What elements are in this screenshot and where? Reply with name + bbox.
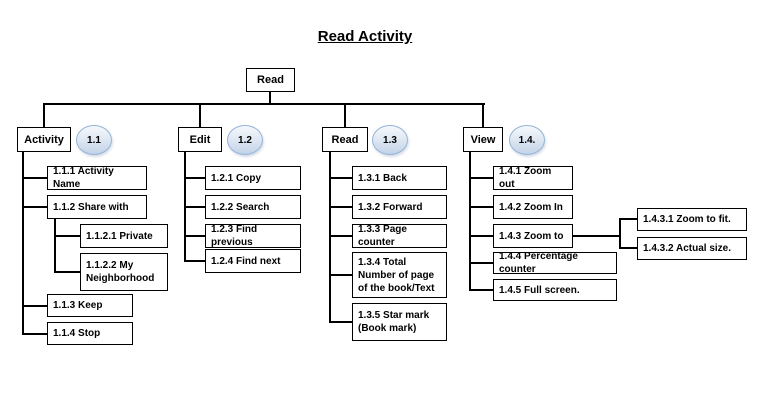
tree-node-1-4-5: 1.4.5 Full screen. (493, 279, 617, 301)
tree-node-1-4-3: 1.4.3 Zoom to (493, 224, 573, 248)
connector-line (22, 333, 47, 335)
connector-line (329, 177, 352, 179)
connector-line (619, 218, 621, 249)
tree-node-1-4-4: 1.4.4 Percentage counter (493, 251, 617, 275)
connector-line (184, 260, 205, 262)
tree-node-1-2-3: 1.2.3 Find previous (205, 224, 301, 248)
tree-node-1-1-2-1: 1.1.2.1 Private (80, 224, 168, 248)
connector-line (43, 103, 45, 127)
connector-line (269, 92, 271, 104)
connector-line (469, 206, 493, 208)
connector-line (619, 218, 637, 220)
connector-line (469, 235, 493, 237)
connector-line (199, 103, 201, 127)
tree-node-1-3-5: 1.3.5 Star mark (Book mark) (352, 303, 447, 341)
connector-line (329, 321, 352, 323)
connector-line (22, 305, 47, 307)
connector-line (43, 103, 485, 105)
connector-line (22, 152, 24, 335)
tree-node-1-1-3: 1.1.3 Keep (47, 294, 133, 317)
connector-line (329, 235, 352, 237)
tree-node-read: Read (322, 127, 368, 152)
tree-node-1-1-2-2: 1.1.2.2 My Neighborhood (80, 253, 168, 291)
badge-1-1: 1.1 (76, 125, 112, 155)
tree-node-1-3-3: 1.3.3 Page counter (352, 224, 447, 248)
connector-line (329, 152, 331, 322)
tree-node-view: View (463, 127, 503, 152)
tree-node-1-1-2: 1.1.2 Share with (47, 195, 147, 219)
connector-line (54, 271, 80, 273)
tree-node-1-3-2: 1.3.2 Forward (352, 195, 447, 219)
badge-1-4: 1.4. (509, 125, 545, 155)
tree-node-1-3-1: 1.3.1 Back (352, 166, 447, 190)
tree-node-1-1-4: 1.1.4 Stop (47, 322, 133, 345)
tree-node-edit: Edit (178, 127, 222, 152)
connector-line (184, 206, 205, 208)
connector-line (469, 177, 493, 179)
tree-node-1-2-4: 1.2.4 Find next (205, 249, 301, 273)
tree-node-1-4-2: 1.4.2 Zoom In (493, 195, 573, 219)
connector-line (469, 152, 471, 290)
tree-node-1-4-3-2: 1.4.3.2 Actual size. (637, 237, 747, 260)
connector-line (482, 103, 484, 127)
connector-line (573, 235, 620, 237)
diagram-title: Read Activity (317, 28, 413, 45)
connector-line (22, 177, 47, 179)
badge-1-2: 1.2 (227, 125, 263, 155)
tree-node-1-4-3-1: 1.4.3.1 Zoom to fit. (637, 208, 747, 231)
connector-line (619, 247, 637, 249)
badge-1-3: 1.3 (372, 125, 408, 155)
tree-node-1-2-2: 1.2.2 Search (205, 195, 301, 219)
tree-node-1-1-1: 1.1.1 Activity Name (47, 166, 147, 190)
connector-line (184, 235, 205, 237)
tree-node-activity: Activity (17, 127, 71, 152)
connector-line (469, 289, 493, 291)
connector-line (469, 262, 493, 264)
tree-node-1-4-1: 1.4.1 Zoom out (493, 166, 573, 190)
connector-line (344, 103, 346, 127)
tree-node-1-2-1: 1.2.1 Copy (205, 166, 301, 190)
connector-line (184, 177, 205, 179)
connector-line (54, 235, 80, 237)
connector-line (329, 274, 352, 276)
tree-node-1-3-4: 1.3.4 Total Number of page of the book/T… (352, 252, 447, 298)
tree-node-root-read: Read (246, 68, 295, 92)
connector-line (329, 206, 352, 208)
connector-line (54, 219, 56, 273)
connector-line (22, 206, 47, 208)
